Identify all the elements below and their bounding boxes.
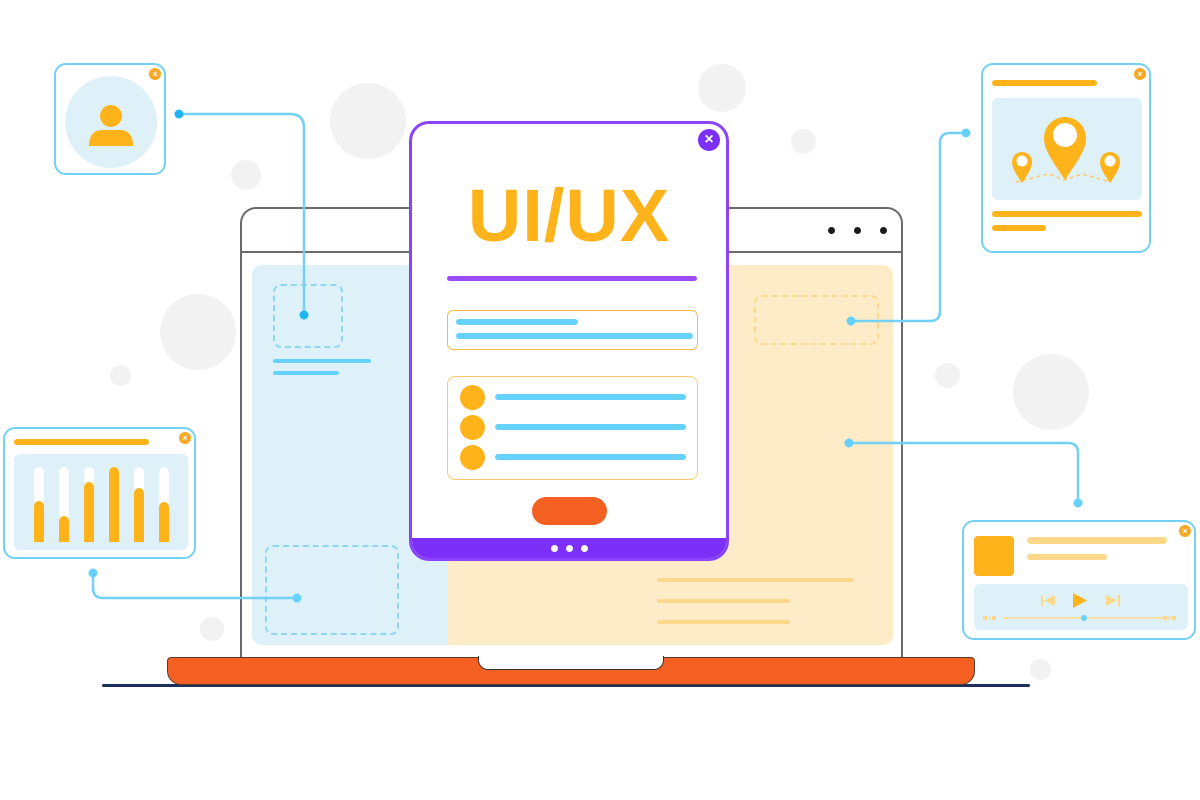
bg-circle [231, 160, 261, 190]
text-line [273, 371, 339, 375]
bg-circle [1013, 354, 1089, 430]
avatar [65, 76, 157, 168]
list-item-line [495, 454, 686, 460]
chart-title-line [14, 439, 149, 445]
profile-card: × [54, 63, 166, 175]
map-card: × [981, 63, 1151, 253]
close-icon[interactable]: × [149, 68, 161, 80]
text-line [657, 578, 854, 582]
option-list [447, 376, 698, 480]
submit-button[interactable] [532, 497, 607, 525]
next-icon[interactable] [1106, 595, 1120, 606]
album-art [974, 536, 1014, 576]
popup-title: UI/UX [467, 174, 671, 257]
laptop-base [167, 656, 975, 685]
player-controls [974, 584, 1188, 630]
pagination-dot[interactable] [580, 544, 588, 552]
image-placeholder [754, 295, 879, 345]
user-icon [89, 105, 133, 146]
chart-card: × [3, 427, 196, 559]
window-menu-icon[interactable] [828, 227, 887, 234]
pagination-dot[interactable] [565, 544, 573, 552]
media-player-card: × [962, 520, 1196, 640]
text-line [657, 620, 790, 624]
chart-bar [59, 467, 69, 542]
pagination-dot[interactable] [550, 544, 558, 552]
progress-scrubber[interactable] [1081, 615, 1087, 621]
bg-circle [935, 363, 960, 388]
chart-bar [109, 467, 119, 542]
bg-circle [200, 617, 224, 641]
chart-bar [34, 467, 44, 542]
uiux-popup-window: × UI/UX [409, 121, 729, 561]
close-icon[interactable]: × [1134, 68, 1146, 80]
list-item-line [495, 424, 686, 430]
time-elapsed [983, 616, 996, 620]
map-panel [992, 98, 1142, 200]
content-placeholder [265, 545, 399, 635]
track-title-line [1027, 537, 1167, 544]
image-placeholder [273, 284, 343, 348]
track-artist-line [1027, 554, 1107, 560]
close-icon[interactable]: × [1179, 525, 1191, 537]
text-line [992, 211, 1142, 217]
chart-bar [134, 467, 144, 542]
map-title-line [992, 80, 1097, 86]
text-field[interactable] [447, 310, 698, 350]
title-divider [447, 276, 697, 281]
bg-circle [110, 365, 131, 386]
previous-icon[interactable] [1041, 595, 1055, 606]
floor-line [102, 684, 1030, 687]
time-total [1163, 616, 1176, 620]
laptop-notch [478, 656, 664, 670]
text-line [992, 225, 1046, 231]
text-line [273, 359, 371, 363]
bg-circle [698, 64, 746, 112]
text-line [456, 319, 578, 325]
radio-option-icon[interactable] [460, 415, 485, 440]
popup-footer [412, 538, 726, 558]
close-icon[interactable]: × [698, 129, 720, 151]
bg-circle [160, 294, 236, 370]
bar-chart [14, 454, 188, 550]
location-pin-icon [1012, 117, 1120, 183]
chart-bar [159, 467, 169, 542]
radio-option-icon[interactable] [460, 385, 485, 410]
radio-option-icon[interactable] [460, 445, 485, 470]
text-line [657, 599, 790, 603]
bg-circle [1030, 659, 1051, 680]
text-line [456, 333, 693, 339]
bg-circle [330, 83, 406, 159]
play-icon[interactable] [1073, 593, 1087, 608]
close-icon[interactable]: × [179, 432, 191, 444]
list-item-line [495, 394, 686, 400]
bg-circle [791, 129, 816, 154]
chart-bar [84, 467, 94, 542]
